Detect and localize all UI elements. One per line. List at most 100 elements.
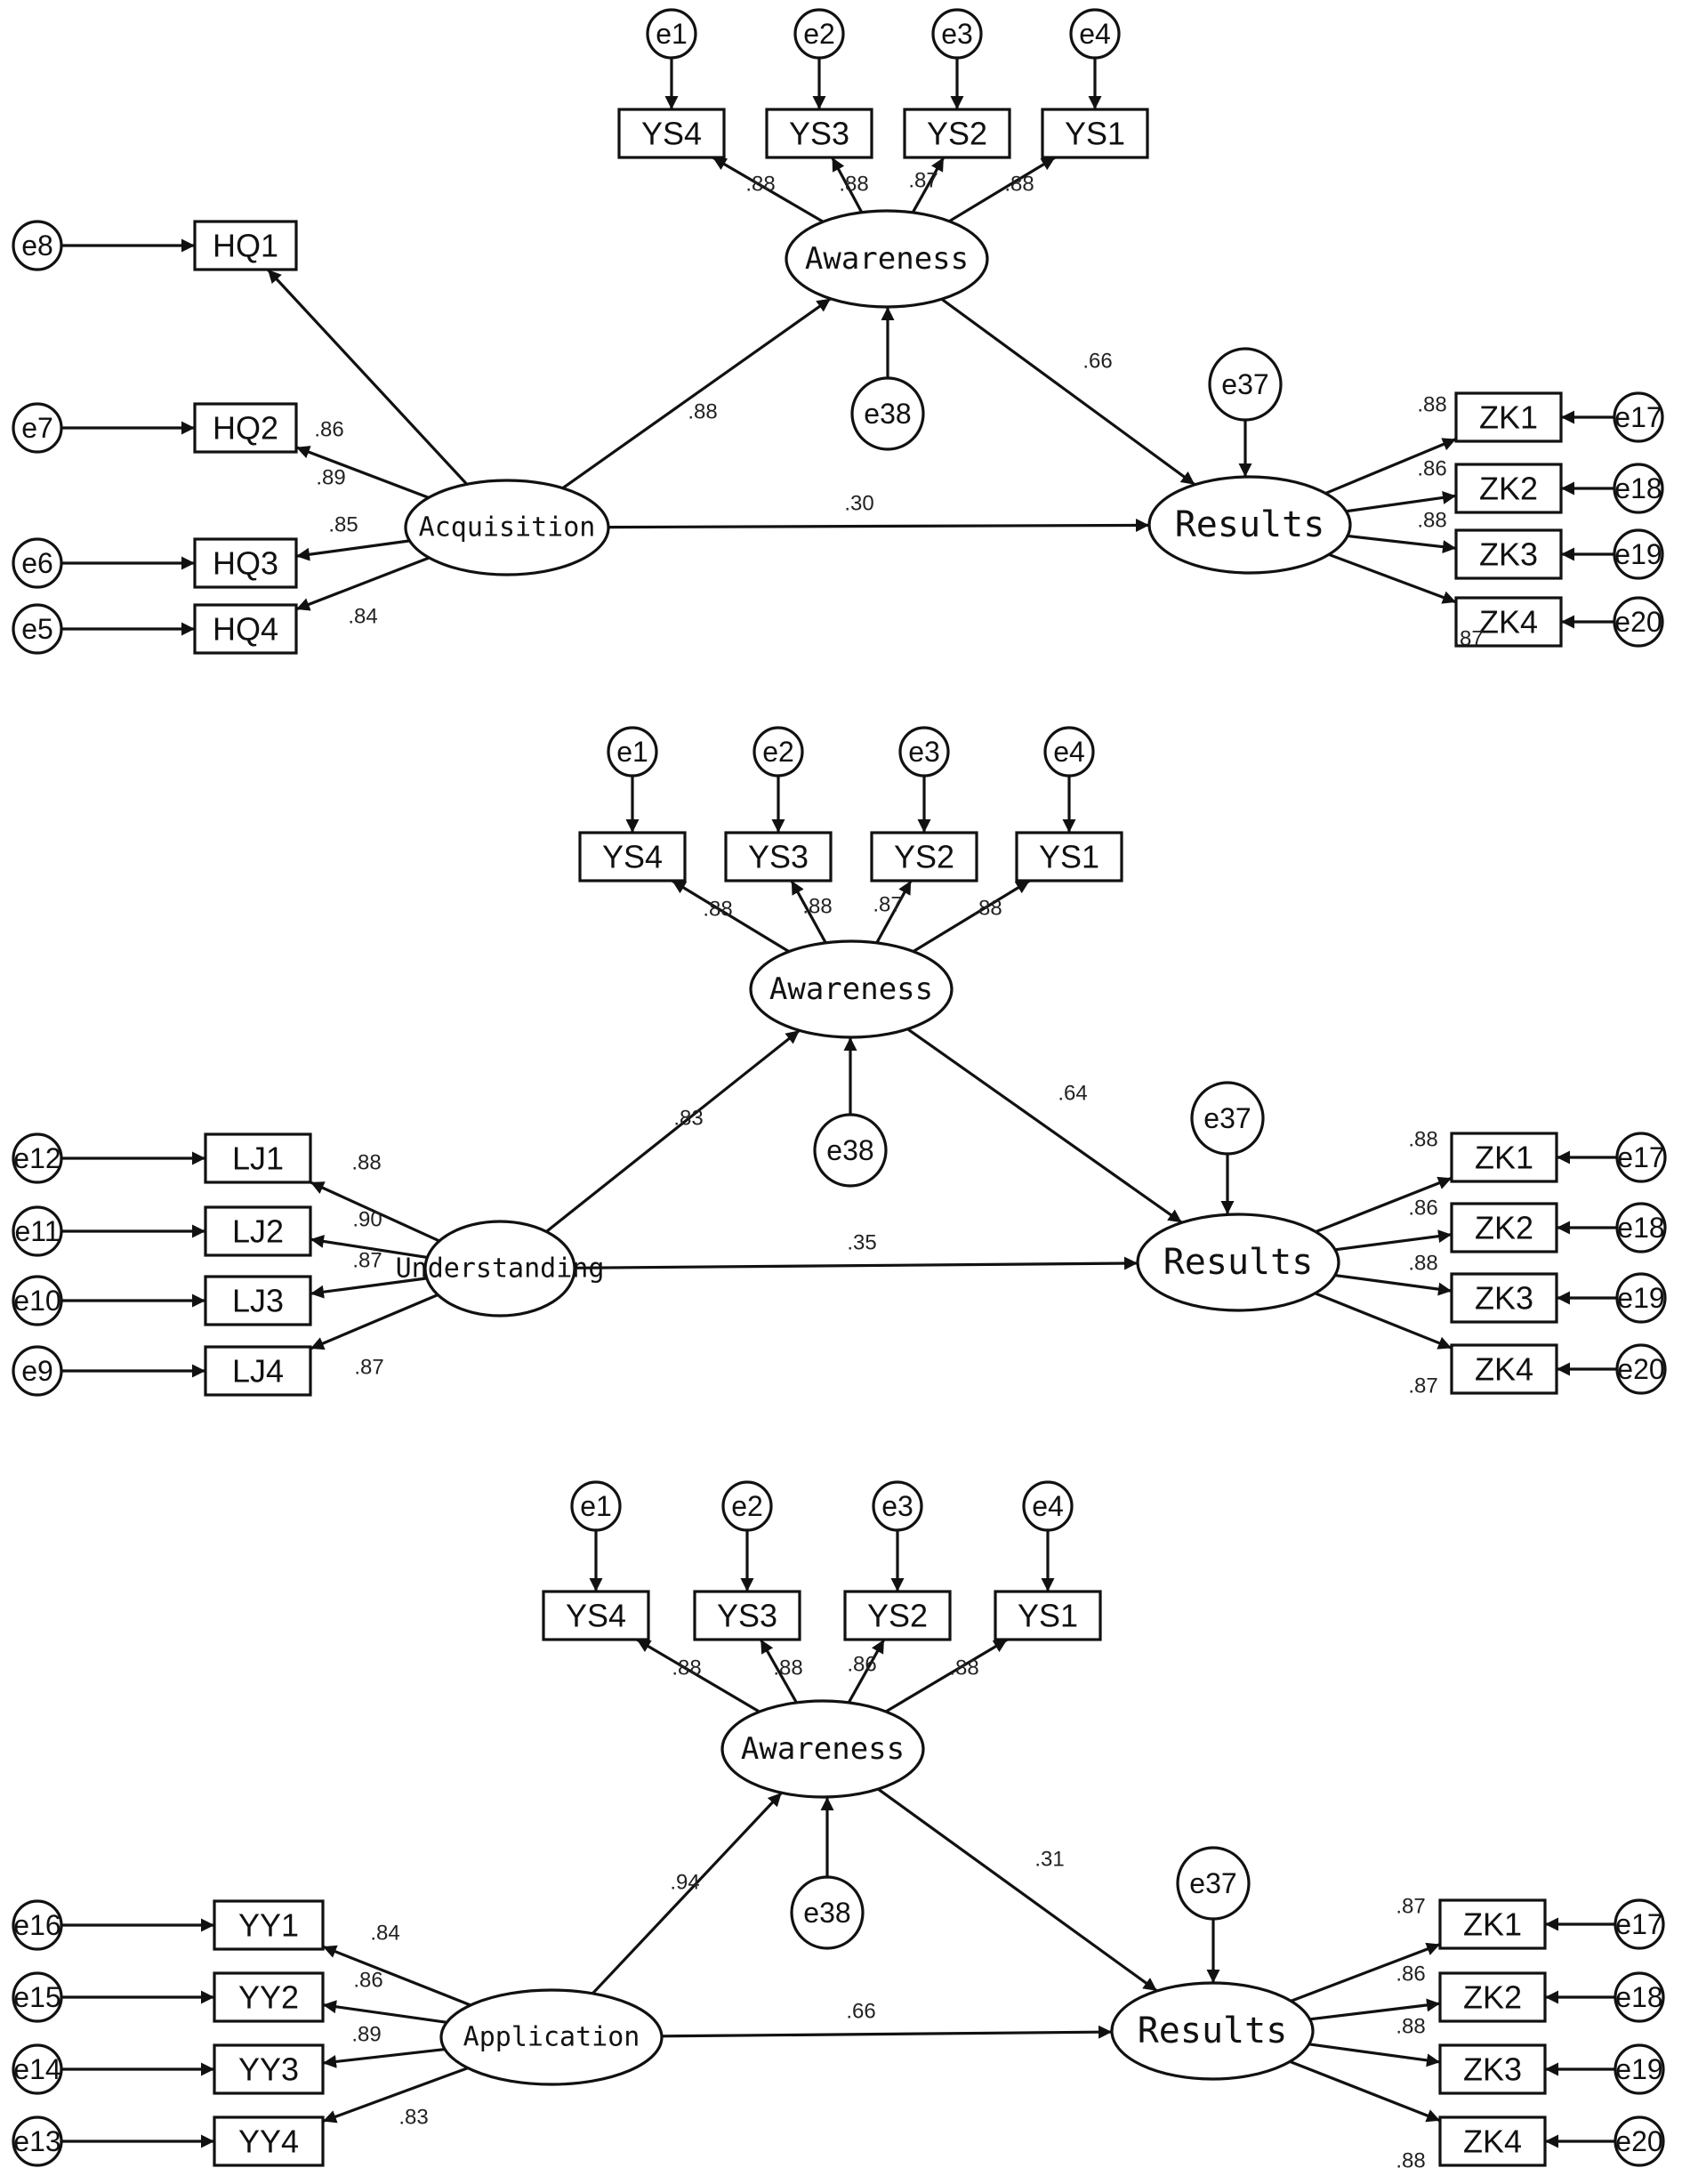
results-latent-label: Results <box>1138 2011 1288 2051</box>
error-term-circle <box>752 726 804 778</box>
awareness-item-label: YS3 <box>717 1598 777 1634</box>
results-loading-label: .88 <box>1396 2149 1425 2173</box>
loading-results-2 <box>1309 1998 1441 2021</box>
results-item-box <box>1450 1272 1558 1324</box>
predictor-item-label: YY4 <box>238 2124 299 2160</box>
error-term-label: e17 <box>1617 1141 1664 1173</box>
loading-awareness-4 <box>912 879 1031 953</box>
predictor-item-box <box>204 1132 312 1184</box>
results-loading-label: .88 <box>1408 1252 1437 1276</box>
path-coefficient-predictor-awareness: .94 <box>670 1871 699 1895</box>
loading-predictor-2 <box>322 2000 447 2024</box>
disturbance-results-circle <box>1208 347 1283 422</box>
predictor-latent <box>439 1988 664 2086</box>
awareness-item-box <box>1041 108 1149 159</box>
path-coefficient-awareness-results: .31 <box>1034 1848 1064 1872</box>
disturbance-results-label: e37 <box>1189 1867 1236 1899</box>
error-term-label: e20 <box>1614 606 1662 638</box>
path-awareness-to-results <box>906 1028 1183 1224</box>
loading-awareness-2 <box>790 880 827 944</box>
path-awareness-to-results <box>940 297 1196 487</box>
awareness-loading-label: .87 <box>908 169 938 193</box>
loading-awareness-3 <box>911 157 946 214</box>
loading-results-3 <box>1347 534 1457 554</box>
predictor-loading-label: .86 <box>314 418 343 442</box>
predictor-latent <box>404 479 610 576</box>
path-predictor-to-results <box>661 2025 1113 2039</box>
error-term-circle <box>721 1480 773 1532</box>
loading-results-3 <box>1334 1273 1453 1296</box>
loading-results-2 <box>1346 490 1457 513</box>
predictor-item-label: YY3 <box>238 2051 299 2088</box>
error-term-label: e16 <box>13 1909 60 1941</box>
loading-awareness-3 <box>875 880 913 944</box>
results-loading-label: .88 <box>1417 393 1446 417</box>
predictor-item-label: YY2 <box>238 1979 299 2016</box>
awareness-item-label: YS3 <box>748 839 809 875</box>
error-term-circle <box>12 1275 63 1326</box>
results-item-box <box>1450 1132 1558 1183</box>
predictor-item-box <box>213 2043 325 2095</box>
loading-predictor-4 <box>310 1293 439 1350</box>
loading-results-2 <box>1334 1229 1453 1252</box>
predictor-loading-label: .84 <box>348 605 377 629</box>
loading-results-4 <box>1289 2059 1441 2123</box>
loading-awareness-3 <box>847 1639 886 1704</box>
results-item-label: ZK3 <box>1463 2051 1522 2088</box>
results-loading-label: .86 <box>1408 1197 1437 1221</box>
error-term-label: e3 <box>908 736 940 768</box>
loading-awareness-2 <box>759 1639 798 1704</box>
results-loading-label: .87 <box>1408 1374 1437 1398</box>
results-loading-label: .88 <box>1408 1128 1437 1152</box>
path-coefficient-predictor-awareness: .88 <box>688 400 717 424</box>
error-term-circle <box>1614 2115 1665 2167</box>
error-term-label: e2 <box>803 18 835 50</box>
loading-predictor-4 <box>295 556 431 611</box>
predictor-item-label: LJ1 <box>232 1140 284 1177</box>
results-item-box <box>1450 1202 1558 1253</box>
results-item-label: ZK4 <box>1479 604 1538 641</box>
awareness-loading-label: .88 <box>703 898 732 922</box>
awareness-loading-label: .88 <box>773 1656 802 1680</box>
error-term-circle <box>1043 726 1095 778</box>
awareness-item-box <box>843 1590 952 1641</box>
error-term-circle <box>12 1132 63 1184</box>
results-item-label: ZK4 <box>1475 1351 1533 1388</box>
error-term-label: e10 <box>13 1285 60 1317</box>
awareness-loading-label: .88 <box>745 173 775 197</box>
path-awareness-to-results <box>877 1787 1158 1993</box>
awareness-loading-label: .87 <box>873 893 902 917</box>
awareness-item-box <box>617 108 726 159</box>
results-loading-label: .88 <box>1396 2015 1425 2039</box>
loading-awareness-1 <box>671 879 790 953</box>
error-term-label: e2 <box>762 736 794 768</box>
error-term-circle <box>931 8 983 60</box>
error-term-label: e19 <box>1614 538 1662 570</box>
predictor-item-box <box>193 220 298 271</box>
results-item-label: ZK1 <box>1463 1906 1522 1943</box>
predictor-loading-label: .88 <box>351 1151 381 1175</box>
predictor-item-label: LJ2 <box>232 1213 284 1250</box>
path-coefficient-predictor-awareness: .83 <box>673 1107 703 1131</box>
predictor-item-label: HQ3 <box>213 545 278 582</box>
predictor-item-label: LJ3 <box>232 1283 284 1319</box>
results-item-label: ZK1 <box>1475 1140 1533 1176</box>
disturbance-awareness-circle <box>813 1113 888 1188</box>
loading-predictor-2 <box>295 446 430 499</box>
loading-predictor-3 <box>322 2047 446 2068</box>
error-term-circle <box>12 537 63 589</box>
loading-awareness-4 <box>885 1638 1009 1713</box>
results-item-box <box>1454 596 1563 648</box>
predictor-item-label: HQ1 <box>213 228 278 264</box>
predictor-latent-label: Acquisition <box>419 512 596 544</box>
results-item-label: ZK2 <box>1475 1210 1533 1246</box>
awareness-latent-label: Awareness <box>741 1731 905 1767</box>
path-coefficient-predictor-results: .35 <box>847 1231 876 1255</box>
predictor-latent <box>423 1220 576 1318</box>
error-term-circle <box>872 1480 923 1532</box>
disturbance-awareness-circle <box>850 376 925 451</box>
awareness-item-box <box>870 831 978 882</box>
error-term-label: e1 <box>656 18 688 50</box>
disturbance-awareness-circle <box>790 1875 865 1950</box>
disturbance-results-label: e37 <box>1221 368 1268 400</box>
